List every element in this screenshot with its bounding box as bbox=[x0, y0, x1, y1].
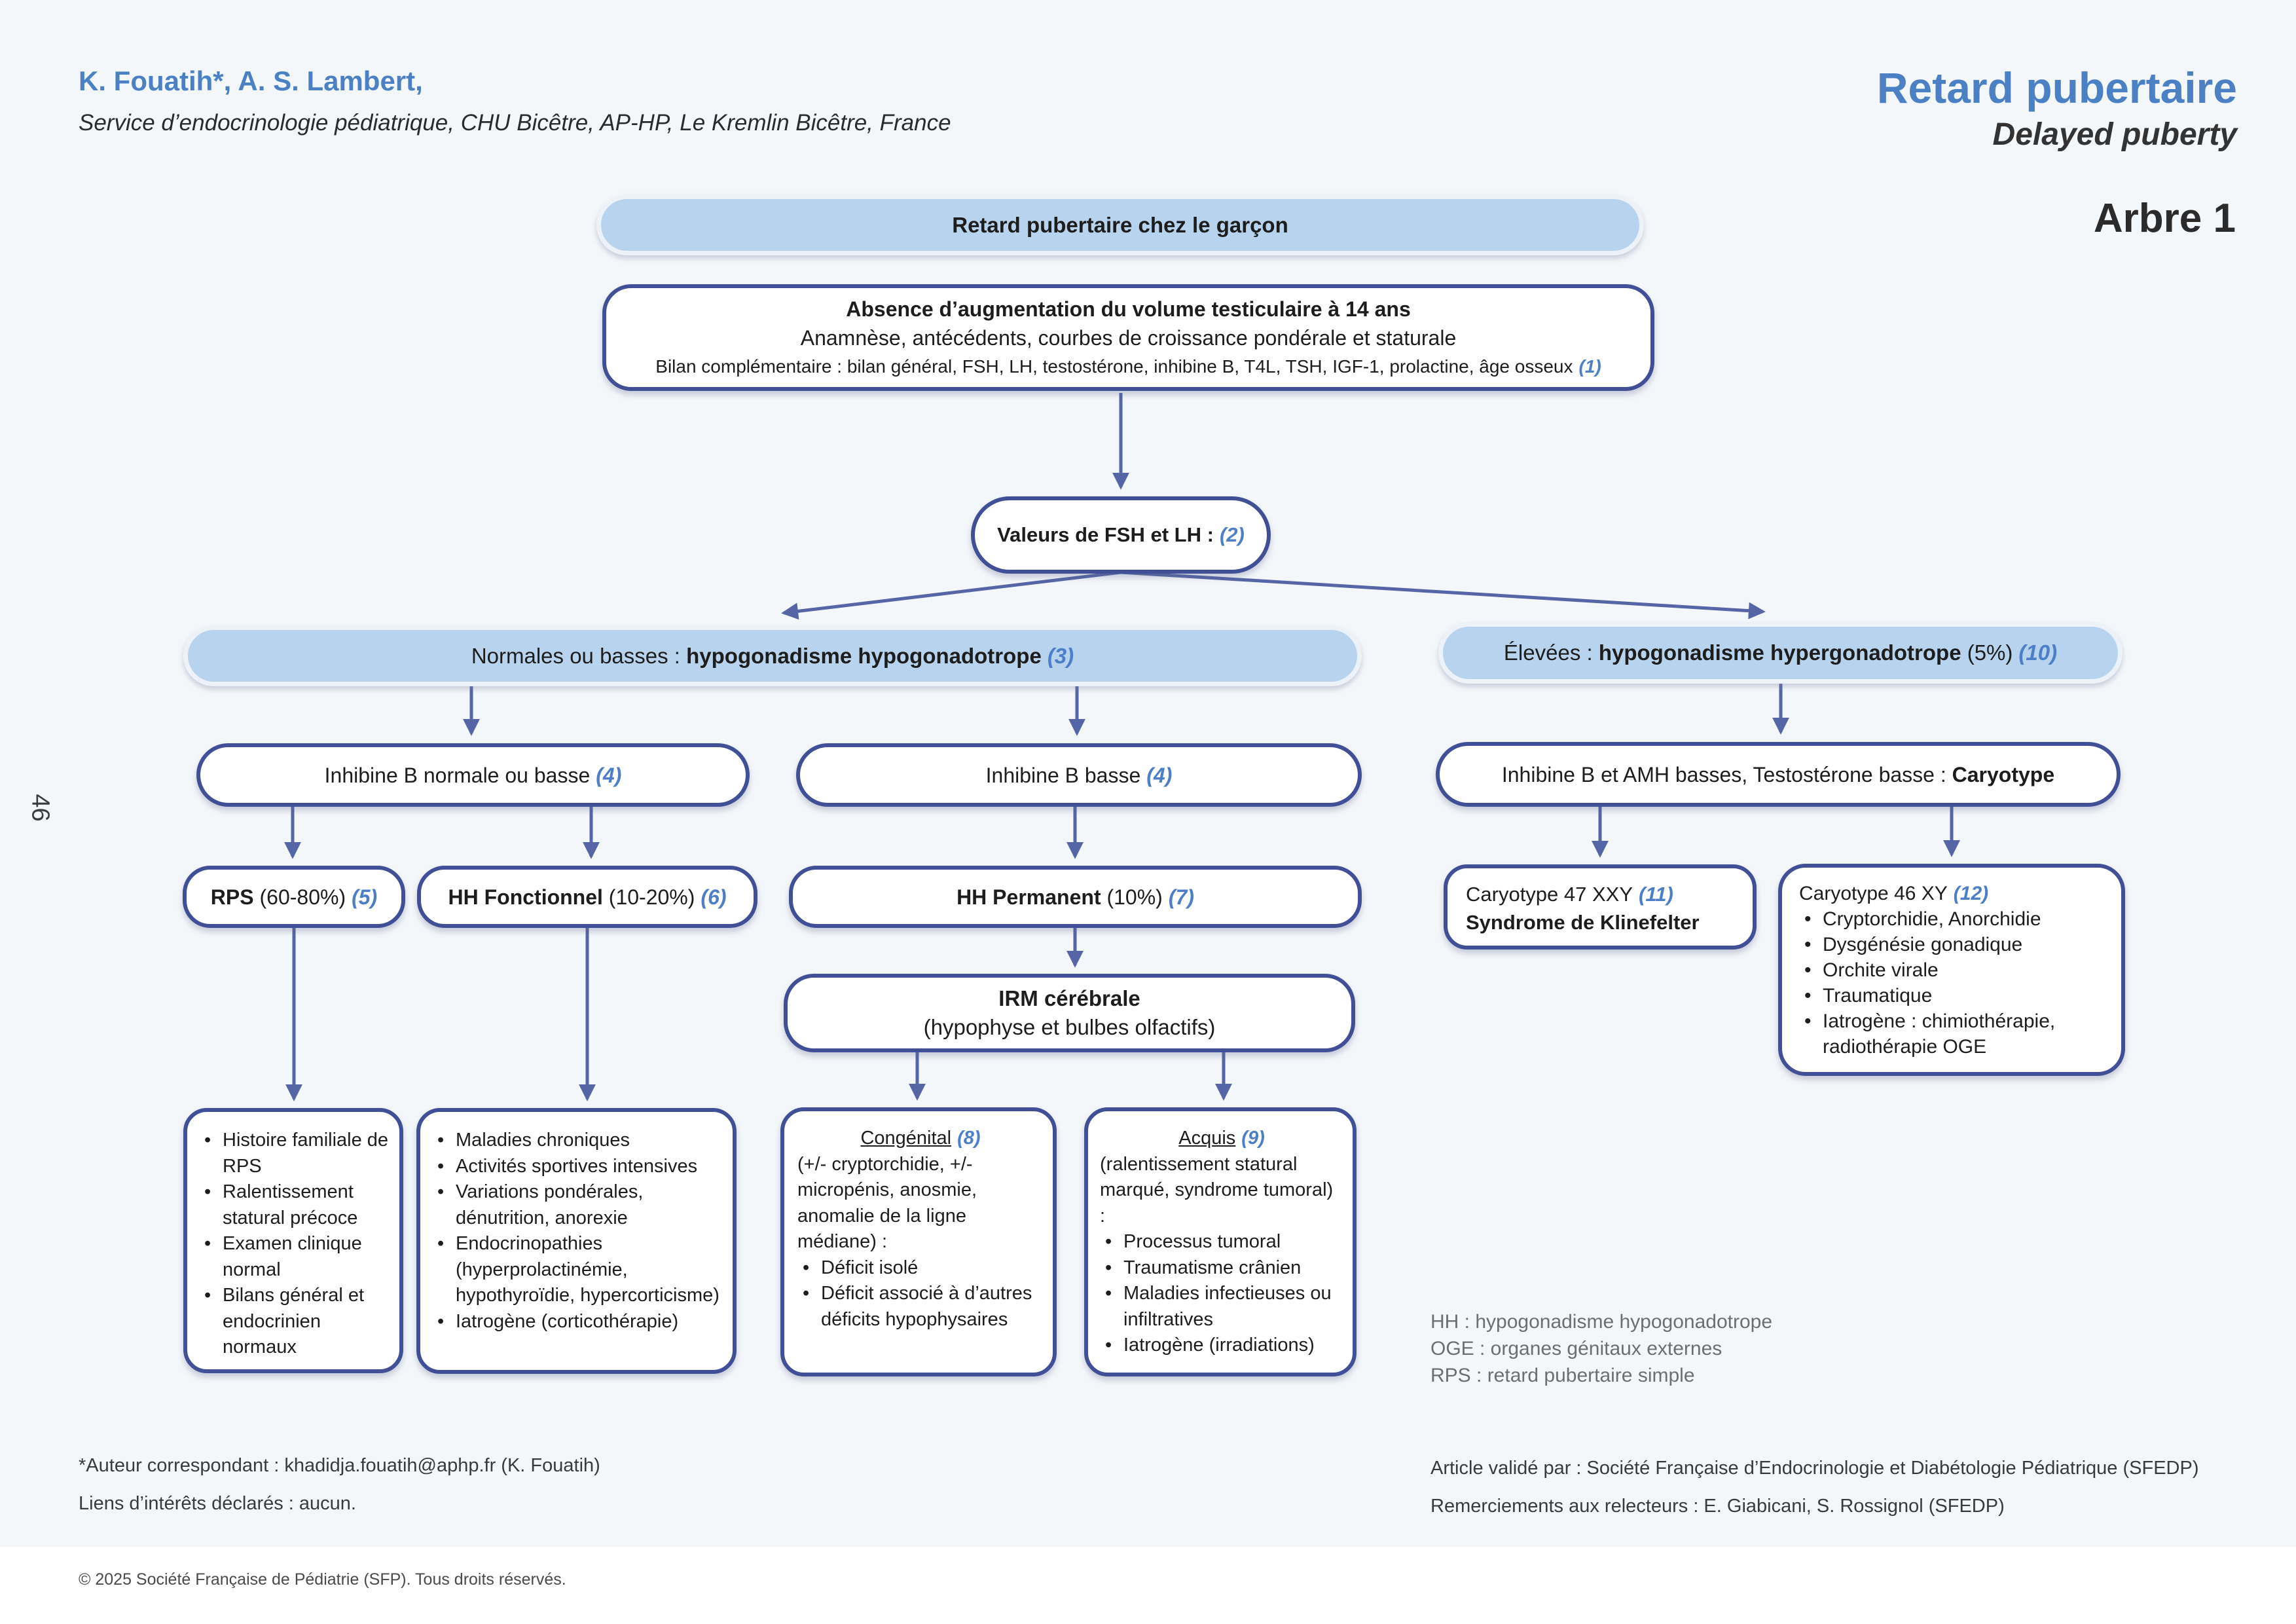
node-hypergonadotrope-pill: Élevées : hypogonadisme hypergonadotrope… bbox=[1438, 622, 2123, 684]
node-acquis: Acquis(9) (ralentissement statural marqu… bbox=[1084, 1107, 1357, 1376]
list-item: Maladies infectieuses ou infiltratives bbox=[1100, 1281, 1343, 1333]
list-item: Examen clinique normal bbox=[199, 1231, 390, 1283]
ref-12: (12) bbox=[1953, 883, 1989, 904]
ref-10: (10) bbox=[2018, 640, 2058, 665]
rps-details-list: Histoire familiale de RPS Ralentissement… bbox=[199, 1128, 390, 1361]
node-hh-permanent: HH Permanent (10%)(7) bbox=[789, 866, 1362, 928]
ref-4b: (4) bbox=[1146, 763, 1173, 787]
legend-rps: RPS : retard pubertaire simple bbox=[1430, 1365, 1695, 1386]
page-title-en: Delayed puberty bbox=[1992, 117, 2237, 152]
acquis-intro: (ralentissement statural marqué, syndrom… bbox=[1100, 1153, 1334, 1227]
node-fsh-lh: Valeurs de FSH et LH :(2) bbox=[971, 496, 1271, 574]
node-rps: RPS (60-80%)(5) bbox=[183, 866, 405, 928]
irm-title: IRM cérébrale bbox=[998, 986, 1140, 1010]
footer-conflicts: Liens d’intérêts déclarés : aucun. bbox=[79, 1493, 356, 1514]
ref-7: (7) bbox=[1168, 885, 1194, 909]
node-congenital: Congénital(8) (+/- cryptorchidie, +/- mi… bbox=[780, 1107, 1057, 1376]
node-caryotype-46xy: Caryotype 46 XY(12) Cryptorchidie, Anorc… bbox=[1778, 864, 2125, 1076]
legend-oge: OGE : organes génitaux externes bbox=[1430, 1338, 1722, 1359]
footer-correspondent: *Auteur correspondant : khadidja.fouatih… bbox=[79, 1455, 600, 1476]
node-irm: IRM cérébrale (hypophyse et bulbes olfac… bbox=[784, 974, 1355, 1052]
ref-6: (6) bbox=[701, 885, 727, 909]
ref-2: (2) bbox=[1219, 523, 1245, 546]
node-root-label: Retard pubertaire chez le garçon bbox=[952, 212, 1288, 237]
authors: K. Fouatih*, A. S. Lambert, bbox=[79, 65, 423, 96]
node-inhibine-amh: Inhibine B et AMH basses, Testostérone b… bbox=[1436, 742, 2121, 807]
list-item: Bilans général et endocrinien normaux bbox=[199, 1283, 390, 1361]
node-caryotype-47xxy: Caryotype 47 XXY(11) Syndrome de Klinefe… bbox=[1444, 864, 1757, 950]
list-item: Traumatisme crânien bbox=[1100, 1255, 1343, 1282]
legend-hh: HH : hypogonadisme hypogonadotrope bbox=[1430, 1311, 1773, 1333]
congenital-title: Congénital bbox=[860, 1128, 952, 1149]
ref-11: (11) bbox=[1639, 883, 1673, 906]
list-item: Endocrinopathies (hyperprolactinémie, hy… bbox=[432, 1231, 725, 1309]
fsh-lh-label: Valeurs de FSH et LH bbox=[997, 523, 1201, 546]
list-item: Dysgénésie gonadique bbox=[1799, 932, 2104, 957]
legend-abbreviations: HH : hypogonadisme hypogonadotrope OGE :… bbox=[1430, 1308, 1772, 1389]
workup-line3: Bilan complémentaire : bilan général, FS… bbox=[655, 356, 1601, 377]
list-item: Déficit associé à d’autres déficits hypo… bbox=[797, 1281, 1044, 1333]
node-rps-details: Histoire familiale de RPS Ralentissement… bbox=[183, 1108, 403, 1373]
list-item: Orchite virale bbox=[1799, 957, 2104, 983]
workup-line1: Absence d’augmentation du volume testicu… bbox=[846, 297, 1411, 321]
list-item: Histoire familiale de RPS bbox=[199, 1128, 390, 1179]
page-title-fr: Retard pubertaire bbox=[1876, 64, 2237, 112]
node-root: Retard pubertaire chez le garçon bbox=[596, 194, 1644, 255]
bottom-white-strip bbox=[0, 1547, 2296, 1624]
node-hypogonadotrope-pill: Normales ou basses : hypogonadisme hypog… bbox=[183, 625, 1362, 686]
acquis-title: Acquis bbox=[1178, 1128, 1236, 1149]
ref-9: (9) bbox=[1241, 1128, 1265, 1149]
affiliation: Service d’endocrinologie pédiatrique, CH… bbox=[79, 110, 951, 136]
list-item: Processus tumoral bbox=[1100, 1229, 1343, 1255]
list-item: Déficit isolé bbox=[797, 1255, 1044, 1282]
node-inhibine-basse: Inhibine B basse(4) bbox=[796, 743, 1362, 807]
hh-fonctionnel-details-list: Maladies chroniques Activités sportives … bbox=[432, 1128, 725, 1335]
node-workup: Absence d’augmentation du volume testicu… bbox=[602, 284, 1654, 391]
acquis-list: Processus tumoral Traumatisme crânien Ma… bbox=[1100, 1229, 1343, 1359]
ref-4a: (4) bbox=[596, 763, 622, 787]
node-hh-fonctionnel-details: Maladies chroniques Activités sportives … bbox=[416, 1108, 737, 1374]
footer-validated: Article validé par : Société Française d… bbox=[1430, 1458, 2199, 1479]
tree-label: Arbre 1 bbox=[2093, 196, 2236, 241]
list-item: Ralentissement statural précoce bbox=[199, 1179, 390, 1231]
ref-1: (1) bbox=[1578, 356, 1601, 377]
workup-line2: Anamnèse, antécédents, courbes de croiss… bbox=[800, 325, 1457, 350]
ref-8: (8) bbox=[957, 1128, 981, 1149]
list-item: Iatrogène (irradiations) bbox=[1100, 1333, 1343, 1359]
congenital-list: Déficit isolé Déficit associé à d’autres… bbox=[797, 1255, 1044, 1333]
node-inhibine-normale: Inhibine B normale ou basse(4) bbox=[196, 743, 750, 807]
klinefelter-label: Syndrome de Klinefelter bbox=[1466, 911, 1700, 934]
congenital-intro: (+/- cryptorchidie, +/- micropénis, anos… bbox=[797, 1153, 977, 1253]
list-item: Activités sportives intensives bbox=[432, 1154, 725, 1180]
ref-5: (5) bbox=[352, 885, 378, 909]
ref-3: (3) bbox=[1047, 643, 1074, 668]
list-item: Traumatique bbox=[1799, 983, 2104, 1008]
page-number: 46 bbox=[26, 794, 54, 822]
list-item: Variations pondérales, dénutrition, anor… bbox=[432, 1179, 725, 1231]
list-item: Iatrogène (corticothérapie) bbox=[432, 1309, 725, 1335]
list-item: Iatrogène : chimiothérapie, radiothérapi… bbox=[1799, 1008, 2104, 1060]
list-item: Cryptorchidie, Anorchidie bbox=[1799, 906, 2104, 932]
irm-subtitle: (hypophyse et bulbes olfactifs) bbox=[923, 1015, 1216, 1039]
footer-thanks: Remerciements aux relecteurs : E. Giabic… bbox=[1430, 1496, 2005, 1517]
caryotype-46xy-list: Cryptorchidie, Anorchidie Dysgénésie gon… bbox=[1799, 906, 2104, 1060]
list-item: Maladies chroniques bbox=[432, 1128, 725, 1154]
footer-copyright: © 2025 Société Française de Pédiatrie (S… bbox=[79, 1570, 566, 1589]
node-hh-fonctionnel: HH Fonctionnel (10-20%)(6) bbox=[417, 866, 757, 928]
